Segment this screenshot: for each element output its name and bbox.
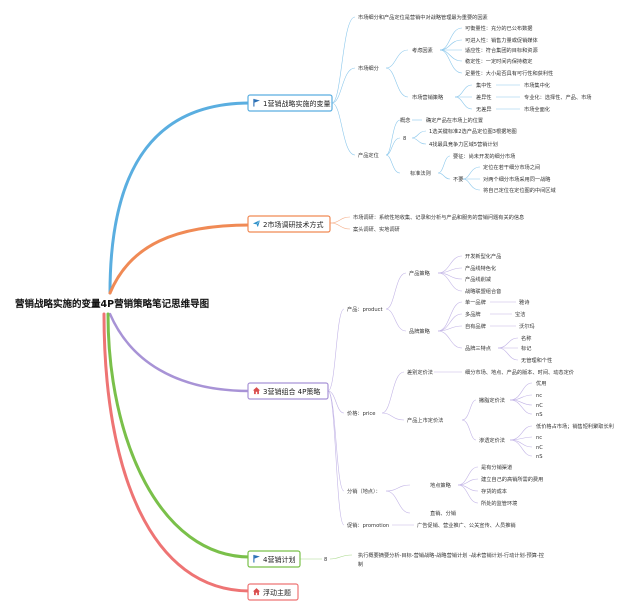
node[interactable]: 战略联盟组合音 [465, 287, 501, 295]
topic-2-label: 2市场调研技术方式 [263, 220, 323, 229]
topic-5[interactable]: 浮动主题 [247, 583, 299, 601]
node[interactable]: 开发新型化产品 [465, 252, 501, 260]
topic-3[interactable]: 3营销组合 4P策略 [247, 382, 329, 400]
node[interactable]: 产品策略 [409, 269, 431, 277]
node[interactable]: 撇脂定价法 [479, 396, 505, 404]
node[interactable]: 建立自己的高销所需的费用 [481, 475, 543, 483]
topic-1-label: 1营销战略实施的变量 [263, 99, 330, 108]
node[interactable]: 产品定位 [358, 151, 379, 159]
node[interactable]: 适应性：符合集团的目标和资源 [465, 46, 538, 54]
node[interactable]: 考虑因素 [412, 46, 433, 54]
node[interactable]: 定位在若干细分市场之间 [483, 163, 540, 171]
node[interactable]: 品牌三特点 [465, 344, 491, 352]
node[interactable]: 执行概要摘要分析-目标-营销战略-战略营销计划 -战术营销计划-行动计划-预算-… [358, 551, 544, 559]
node[interactable]: nC [536, 403, 543, 409]
node[interactable]: 差异性 [476, 93, 492, 101]
node[interactable]: 概念 [400, 116, 410, 124]
branch-4-nodes: 8 执行概要摘要分析-目标-营销战略-战略营销计划 -战术营销计划-行动计划-预… [324, 551, 544, 568]
node[interactable]: 自有品牌 [465, 322, 486, 330]
node[interactable]: 8 [403, 136, 406, 142]
node[interactable]: 无管理和个性 [521, 356, 552, 364]
branch-3-nodes: 产品：product 产品策略 开发新型化产品 产品线特色化 产品线削减 战略联… [347, 252, 614, 529]
node[interactable]: 差别定价法 [407, 368, 433, 376]
node[interactable]: 沃尔玛 [519, 322, 535, 330]
node[interactable]: 地点策略 [430, 481, 452, 489]
node[interactable]: 是有分销渠道 [481, 463, 512, 471]
node[interactable]: 分销（地点）： [347, 487, 381, 495]
node[interactable]: 市场集中化 [524, 81, 550, 89]
node[interactable]: 渗透定价法 [479, 436, 505, 444]
node[interactable]: nc [536, 393, 542, 399]
node[interactable]: 对两个细分市场采用同一战略 [483, 175, 551, 183]
node[interactable]: 可衡量性：充分的已公布数据 [465, 24, 532, 32]
node[interactable]: 无差异 [476, 105, 492, 113]
topic-1[interactable]: 1营销战略实施的变量 [247, 94, 333, 112]
node[interactable]: 市场营销策略 [412, 93, 444, 101]
node[interactable]: 促销：promotion [347, 521, 389, 529]
branch-4-curve [106, 312, 252, 559]
node[interactable]: 市场调研：系统性地收集、记录和分析与产品和服务的营销问题有关的信息 [353, 213, 524, 221]
node[interactable]: 1选关键标准2选产品定位图3根据地图 [429, 127, 517, 135]
node[interactable]: 稳定性：一定时间内保持稳定 [465, 57, 532, 65]
node[interactable]: 将自己定位在定位图的中间区域 [483, 186, 556, 194]
node[interactable]: 不要 [453, 176, 463, 183]
node[interactable]: 要征：尚未开发的细分市场 [453, 152, 515, 160]
node[interactable]: nS [536, 412, 543, 418]
node[interactable]: 单一品牌 [465, 298, 486, 306]
node[interactable]: 市场细分和产品定位是营销中对战略管理最为重要的因素 [358, 13, 488, 21]
branch-5-curve [102, 312, 252, 593]
node[interactable]: 产品线特色化 [465, 264, 496, 272]
branch-3-curve [108, 312, 252, 393]
node[interactable]: nS [536, 454, 543, 460]
node[interactable]: 标准法则 [410, 169, 431, 177]
node[interactable]: nC [536, 445, 543, 451]
node[interactable]: 市场细分 [358, 64, 379, 72]
node[interactable]: 雅诗 [519, 298, 529, 306]
topic-4[interactable]: 4营销计划 [247, 550, 301, 568]
node[interactable]: 直销、分销 [430, 509, 456, 517]
branch-1-nodes: 市场细分和产品定位是营销中对战略管理最为重要的因素 市场细分 考虑因素 可衡量性… [358, 13, 591, 194]
node[interactable]: 名称 [521, 334, 531, 342]
topic-4-label: 4营销计划 [263, 555, 295, 564]
node[interactable]: 细分市场、地点、产品的版本、时间、动态定价 [465, 368, 575, 376]
node[interactable]: nc [536, 435, 542, 441]
node[interactable]: 8 [324, 557, 327, 563]
connectors [300, 16, 533, 560]
node[interactable]: 足量性：大小是否具有可行性和获利性 [465, 69, 553, 77]
root-title[interactable]: 营销战略实施的变量4P营销策略笔记思维导图 [15, 298, 209, 310]
node[interactable]: 多品牌 [465, 310, 481, 318]
main-branches [102, 101, 252, 593]
node[interactable]: 低价格占市场；销售短利聚取长利 [536, 422, 614, 430]
branch-2-curve [108, 223, 252, 295]
topic-5-label: 浮动主题 [263, 588, 291, 597]
node[interactable]: 制 [358, 560, 363, 568]
node[interactable]: 可进入性：销售力量或促销媒体 [465, 36, 538, 44]
node[interactable]: 存货的成本 [481, 487, 507, 495]
node[interactable]: 确定产品在市场上的位置 [426, 116, 483, 124]
node[interactable]: 品牌策略 [409, 327, 431, 335]
branch-1-curve [108, 101, 252, 295]
node[interactable]: 标记 [521, 344, 531, 352]
node[interactable]: 价格：price [347, 409, 375, 417]
node[interactable]: 产品线削减 [465, 275, 492, 283]
node[interactable]: 4找最具竞争力区域5营销计划 [429, 140, 498, 148]
topic-2[interactable]: 2市场调研技术方式 [247, 215, 331, 233]
node[interactable]: 所处的监管环境 [481, 499, 517, 507]
topic-3-label: 3营销组合 4P策略 [263, 387, 320, 396]
node[interactable]: 集中性 [476, 81, 492, 89]
node[interactable]: 市场全面化 [524, 105, 550, 113]
node[interactable]: 产品：product [347, 305, 383, 313]
node[interactable]: 案头调研、实地调研 [353, 225, 400, 233]
node[interactable]: 专业化：选择性、产品、市场 [524, 93, 591, 101]
node[interactable]: 优用 [536, 379, 546, 387]
branch-2-nodes: 市场调研：系统性地收集、记录和分析与产品和服务的营销问题有关的信息 案头调研、实… [353, 213, 524, 233]
node[interactable]: 产品上市定价法 [407, 416, 443, 424]
node[interactable]: 广告促销、营业推广、公关宣传、人员推销 [417, 521, 516, 529]
node[interactable]: 宝洁 [515, 310, 525, 318]
